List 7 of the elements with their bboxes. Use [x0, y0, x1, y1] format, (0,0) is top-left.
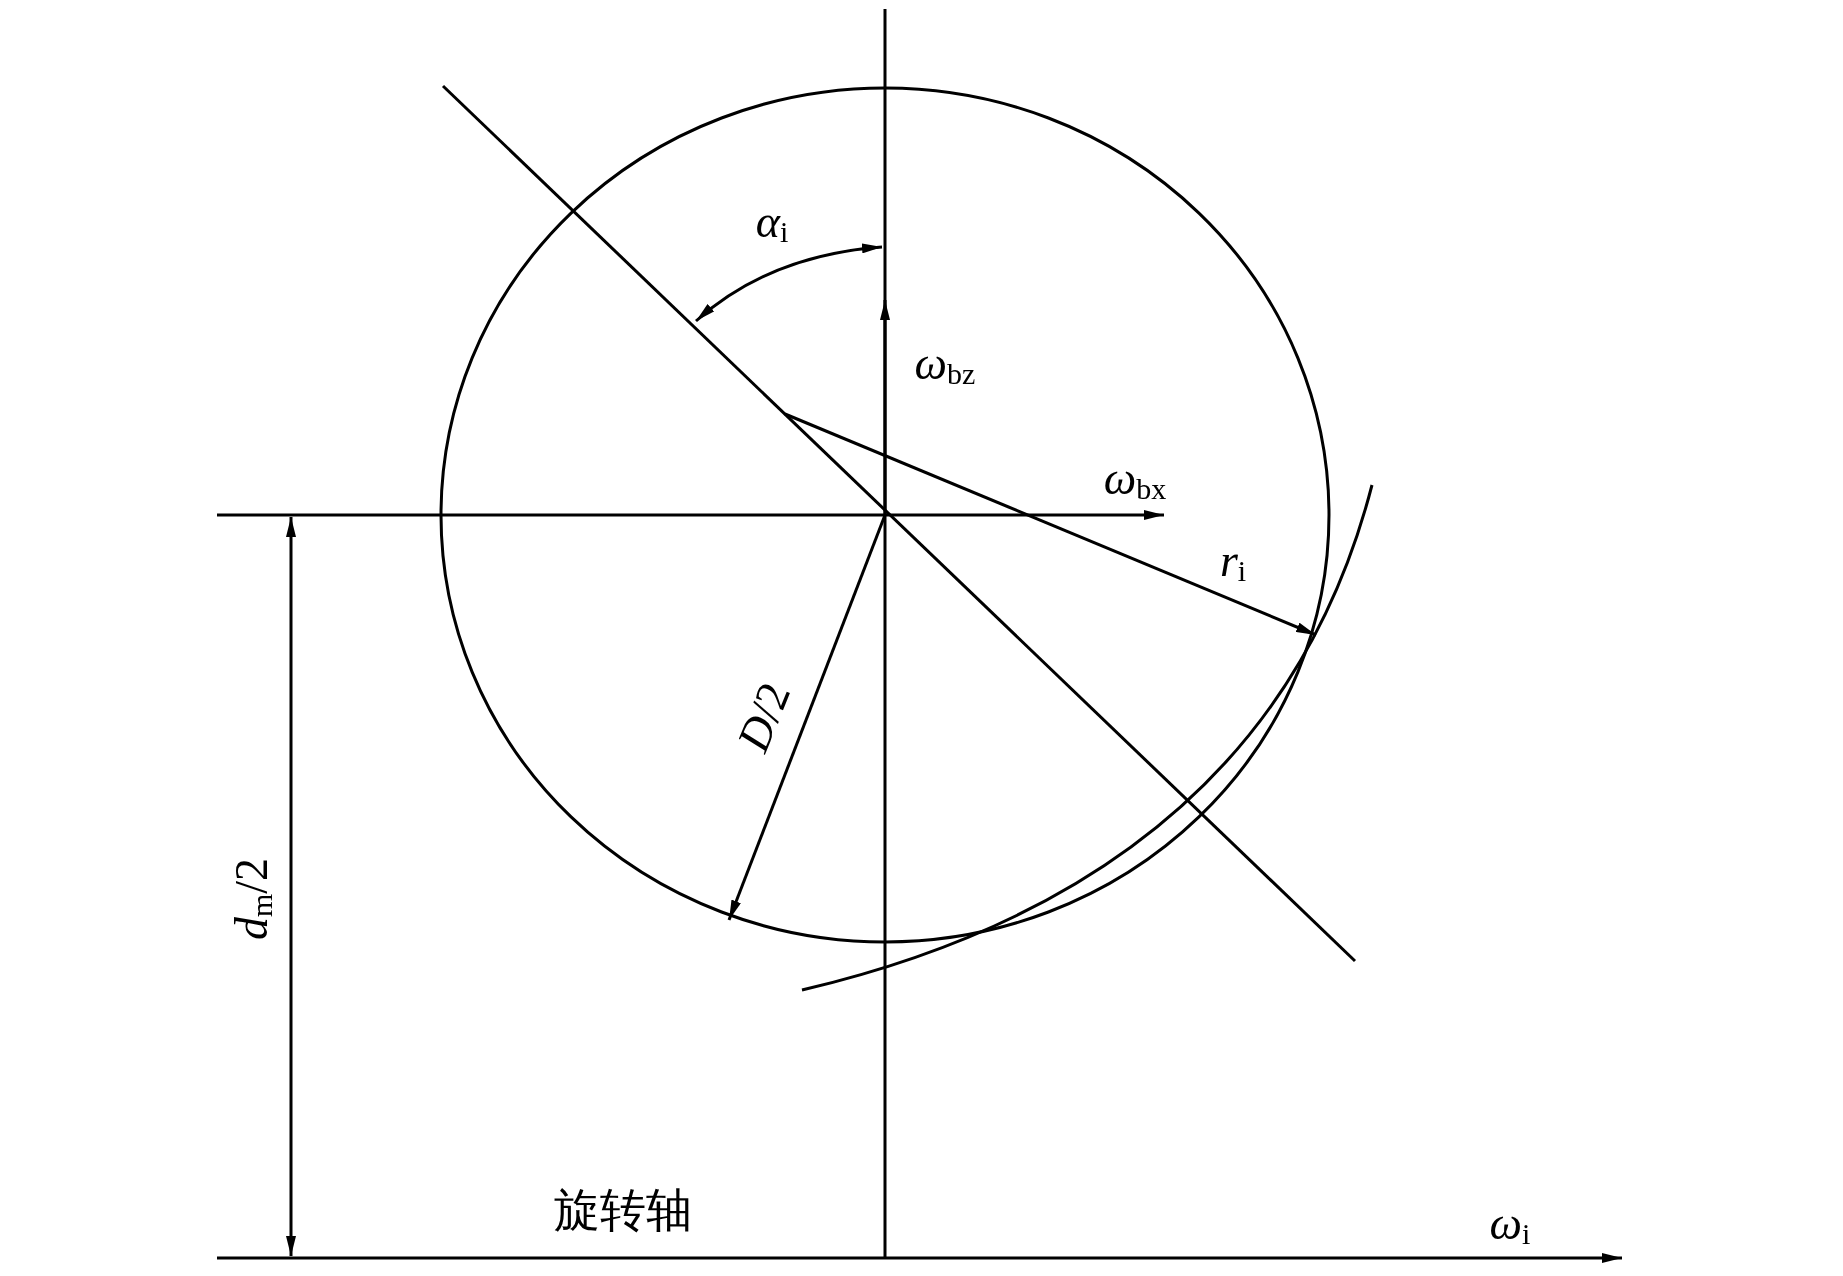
radius-label: r$_{i}$	[1219, 538, 1247, 586]
vector-label: ω$_{i}$	[1489, 1201, 1531, 1249]
vector-label: ω$_{bz}$	[914, 341, 976, 389]
angle-label: α$_{i}$	[755, 199, 789, 247]
vector-label: ω$_{bx}$	[1103, 456, 1167, 504]
radius-label: D/2	[729, 676, 799, 758]
axis-label: 旋转轴	[554, 1188, 692, 1234]
